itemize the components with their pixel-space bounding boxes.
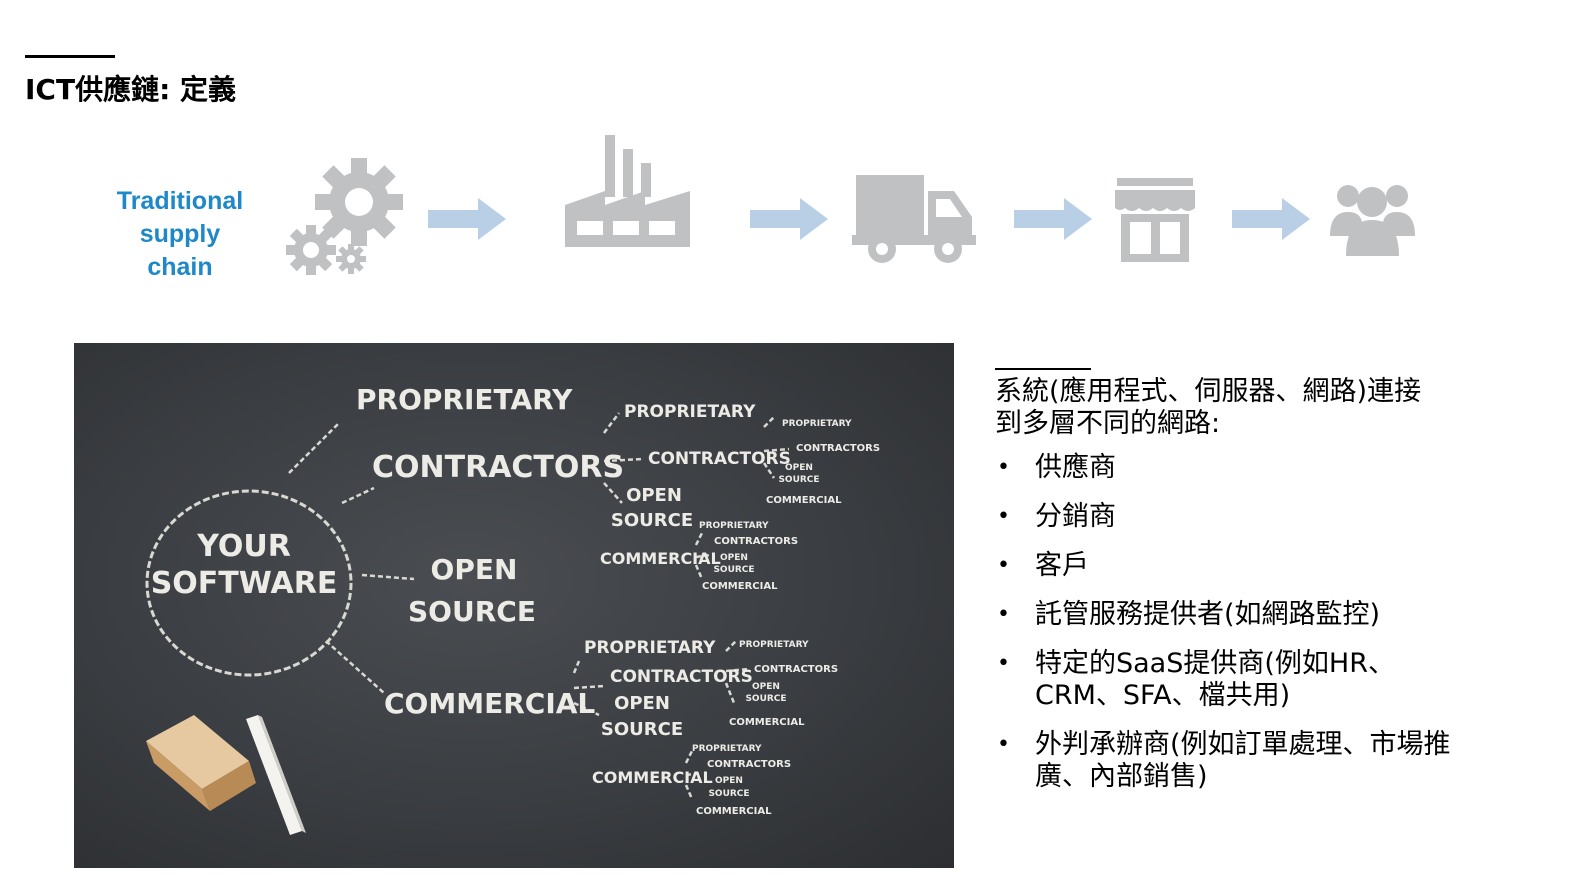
branch-line	[694, 532, 704, 546]
flow-label: Traditional supply chain	[100, 185, 260, 284]
branch-line	[695, 553, 711, 559]
level3-open: OPEN	[720, 553, 748, 563]
level3-commercial: COMMERCIAL	[696, 806, 772, 817]
arrow-right-icon	[1014, 198, 1092, 240]
level3-proprietary: PROPRIETARY	[782, 419, 852, 429]
level3-proprietary: PROPRIETARY	[699, 521, 769, 531]
slide-title: ICT供應鏈: 定義	[25, 73, 237, 106]
level2-source: SOURCE	[611, 510, 693, 531]
level3-proprietary: PROPRIETARY	[692, 744, 762, 754]
branch-line	[572, 660, 581, 674]
branch-line	[573, 684, 605, 690]
store-icon	[1115, 178, 1195, 262]
level2-commercial: COMMERCIAL	[592, 768, 713, 787]
definition-text: 系統(應用程式、伺服器、網路)連接 到多層不同的網路: 供應商 分銷商 客戶 託…	[995, 368, 1565, 810]
branch-line	[684, 784, 694, 800]
branch-line	[603, 482, 623, 504]
flow-label-line: chain	[147, 253, 213, 281]
chalk-stick	[246, 715, 306, 835]
intro-line: 到多層不同的網路:	[995, 408, 1221, 439]
level2-commercial: COMMERCIAL	[600, 549, 721, 568]
branch-line	[341, 486, 375, 505]
branch-line	[573, 701, 600, 717]
list-item-line: CRM、SFA、檔共用)	[1035, 680, 1291, 711]
level3-open: OPEN	[715, 776, 743, 786]
level3-commercial: COMMERCIAL	[766, 495, 842, 506]
list-item-line: 分銷商	[1035, 501, 1116, 532]
branch-line	[684, 750, 694, 764]
branch-line	[685, 771, 703, 777]
text-rule	[995, 368, 1091, 370]
level2-proprietary: PROPRIETARY	[584, 638, 716, 658]
list-item-line: 外判承辦商(例如訂單處理、市場推	[1035, 729, 1451, 760]
truck-icon	[852, 175, 976, 263]
chalkboard-drawing: YOUR SOFTWARE PROPRIETARY CONTRACTORS OP…	[145, 383, 880, 835]
level2-proprietary: PROPRIETARY	[624, 402, 756, 422]
level3-contractors: CONTRACTORS	[714, 536, 798, 547]
main-branch-open: OPEN	[431, 553, 518, 586]
main-branch-commercial: COMMERCIAL	[384, 687, 595, 720]
branch-line	[724, 682, 736, 704]
level2-open: OPEN	[614, 693, 670, 714]
list-item: 客戶	[995, 550, 1565, 582]
level3-source: SOURCE	[713, 565, 754, 575]
list-item-line: 廣、內部銷售)	[1035, 761, 1208, 792]
level2-contractors: CONTRACTORS	[610, 667, 753, 687]
list-item: 外判承辦商(例如訂單處理、市場推 廣、內部銷售)	[995, 729, 1565, 793]
arrow-right-icon	[1232, 198, 1310, 240]
arrow-right-icon	[750, 198, 828, 240]
main-branch-source: SOURCE	[408, 595, 536, 628]
level3-proprietary: PROPRIETARY	[739, 640, 809, 650]
branch-line	[763, 416, 775, 428]
flow-label-line: Traditional	[116, 187, 244, 215]
main-branch-contractors: CONTRACTORS	[372, 450, 624, 485]
list-item-line: 特定的SaaS提供商(例如HR、	[1035, 648, 1395, 679]
branch-line	[725, 640, 737, 652]
level3-contractors: CONTRACTORS	[707, 759, 791, 770]
factory-icon	[565, 135, 690, 247]
list-item-line: 客戶	[1035, 550, 1089, 581]
level3-contractors: CONTRACTORS	[796, 443, 880, 454]
level2-contractors: CONTRACTORS	[648, 449, 791, 469]
level3-contractors: CONTRACTORS	[754, 664, 838, 675]
center-label-line: YOUR	[196, 529, 291, 564]
software-oval	[145, 489, 353, 677]
level2-source: SOURCE	[601, 719, 683, 740]
level3-commercial: COMMERCIAL	[729, 717, 805, 728]
level2-open: OPEN	[626, 485, 682, 506]
list-item: 特定的SaaS提供商(例如HR、 CRM、SFA、檔共用)	[995, 648, 1565, 712]
branch-line	[725, 667, 750, 673]
title-rule	[25, 55, 115, 58]
software-supply-chain-chalkboard: YOUR SOFTWARE PROPRIETARY CONTRACTORS OP…	[74, 343, 954, 868]
branch-line	[325, 640, 385, 694]
arrow-right-icon	[428, 198, 506, 240]
level3-open: OPEN	[752, 682, 780, 692]
branch-line	[603, 412, 620, 434]
list-item: 託管服務提供者(如網路監控)	[995, 599, 1565, 631]
level3-source: SOURCE	[778, 475, 819, 485]
branch-line	[762, 462, 776, 479]
gears-icon	[286, 158, 403, 275]
level3-commercial: COMMERCIAL	[702, 581, 778, 592]
branch-line	[694, 564, 704, 580]
branch-line	[361, 573, 415, 581]
level3-source: SOURCE	[745, 694, 786, 704]
branch-line	[288, 422, 340, 474]
main-branch-proprietary: PROPRIETARY	[356, 383, 573, 416]
flow-label-line: supply	[139, 220, 221, 248]
list-item: 供應商	[995, 452, 1565, 484]
branch-line	[603, 457, 645, 463]
intro-line: 系統(應用程式、伺服器、網路)連接	[995, 376, 1422, 407]
eraser-block	[146, 715, 256, 811]
list-item: 分銷商	[995, 501, 1565, 533]
intro-paragraph: 系統(應用程式、伺服器、網路)連接 到多層不同的網路:	[995, 376, 1565, 440]
center-label-line: SOFTWARE	[151, 566, 338, 601]
list-item-line: 供應商	[1035, 452, 1116, 483]
people-icon	[1330, 185, 1415, 256]
branch-line	[763, 447, 790, 453]
network-list: 供應商 分銷商 客戶 託管服務提供者(如網路監控) 特定的SaaS提供商(例如H…	[995, 452, 1565, 793]
level3-source: SOURCE	[708, 789, 749, 799]
level3-open: OPEN	[785, 463, 813, 473]
list-item-line: 託管服務提供者(如網路監控)	[1035, 599, 1381, 630]
